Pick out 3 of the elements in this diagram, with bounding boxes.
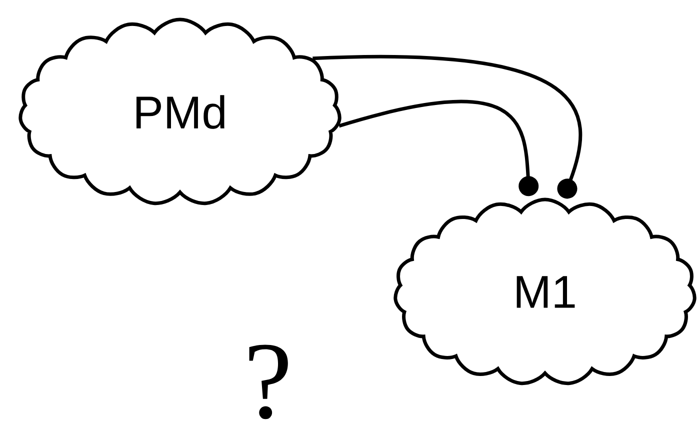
question-mark: ? [249,344,288,420]
connector [338,100,539,196]
connector [312,54,582,199]
